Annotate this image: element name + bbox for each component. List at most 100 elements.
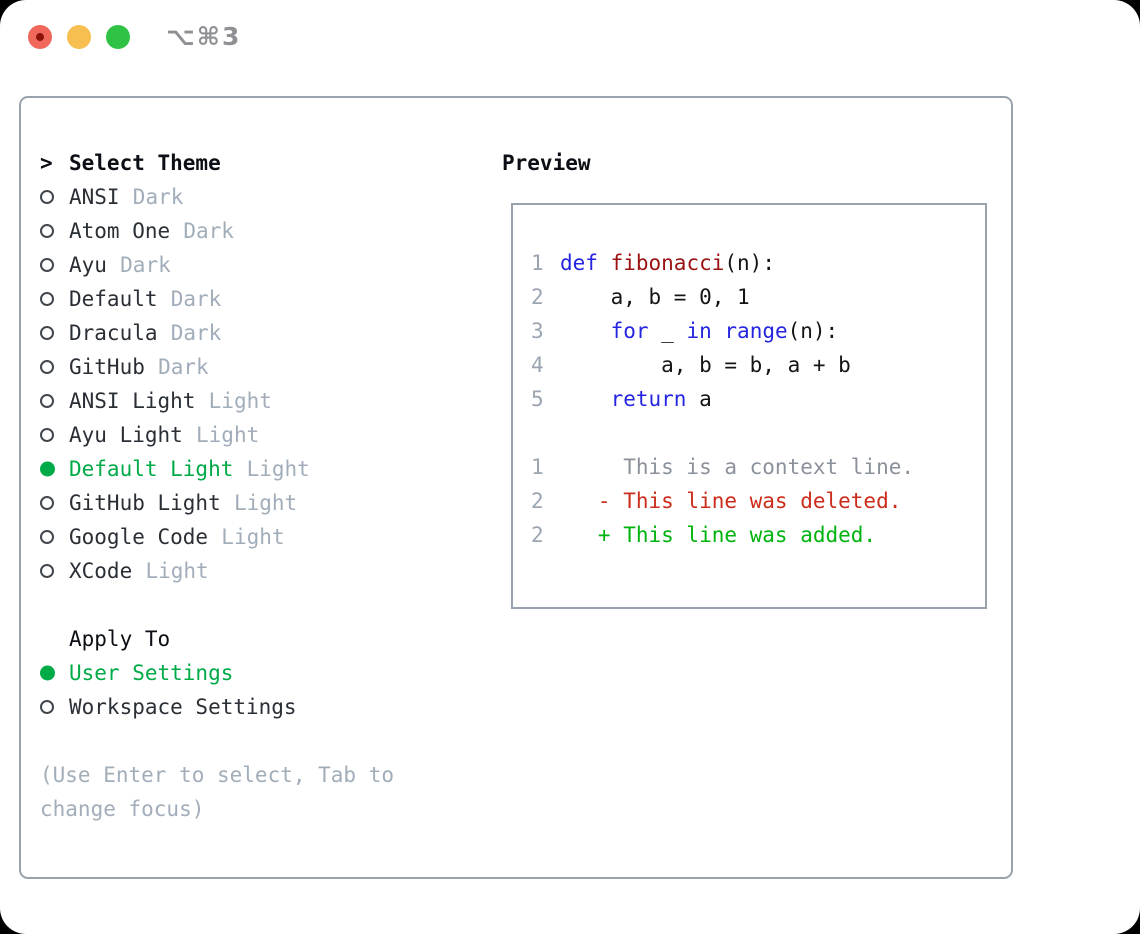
radio-unselected-icon [40, 292, 54, 306]
radio-unselected-icon [40, 190, 54, 204]
theme-option-atom-one[interactable]: Atom One Dark [40, 214, 448, 248]
theme-option-ayu[interactable]: Ayu Dark [40, 248, 448, 282]
theme-variant-label: Light [196, 423, 260, 447]
theme-option-ansi-light[interactable]: ANSI Light Light [40, 384, 448, 418]
radio-unselected-icon [40, 496, 54, 510]
radio-cell [40, 248, 69, 282]
theme-name-label: Atom One [69, 219, 171, 243]
select-theme-header: > Select Theme [40, 146, 448, 180]
radio-cell [40, 384, 69, 418]
theme-option-ansi[interactable]: ANSI Dark [40, 180, 448, 214]
radio-cell [40, 350, 69, 384]
radio-cell [40, 690, 69, 724]
theme-name-label: ANSI Light [69, 389, 196, 413]
theme-variant-label: Dark [132, 185, 184, 209]
theme-variant-label: Dark [120, 253, 171, 277]
radio-unselected-icon [40, 428, 54, 442]
theme-variant-label: Dark [183, 219, 234, 243]
preview-title: Preview [502, 151, 591, 175]
diff-line-content: - This line was deleted. [560, 489, 902, 513]
line-number: 1 [531, 455, 544, 479]
preview-code-line: 5 return a [531, 382, 985, 416]
theme-option-default-light[interactable]: Default Light Light [40, 452, 448, 486]
radio-cell [40, 452, 69, 486]
theme-variant-label: Light [233, 491, 298, 515]
theme-option-google-code[interactable]: Google Code Light [40, 520, 448, 554]
radio-selected-icon [40, 461, 55, 477]
preview-code-line: 1 def fibonacci(n): [531, 246, 985, 280]
close-button[interactable] [28, 25, 52, 49]
apply-option-user-settings[interactable]: User Settings [40, 656, 448, 690]
theme-name-label: ANSI [69, 185, 120, 209]
apply-option-workspace-settings[interactable]: Workspace Settings [40, 690, 448, 724]
minimize-button[interactable] [67, 25, 91, 49]
apply-to-header-row: Apply To [40, 622, 448, 656]
theme-option-xcode[interactable]: XCode Light [40, 554, 448, 588]
radio-unselected-icon [40, 326, 54, 340]
radio-cell [40, 282, 69, 316]
radio-unselected-icon [40, 258, 54, 272]
theme-variant-label: Light [145, 559, 209, 583]
code-line-content: a, b = 0, 1 [560, 285, 750, 309]
preview-gap [531, 416, 985, 450]
theme-variant-label: Light [208, 389, 272, 413]
line-number: 3 [531, 319, 544, 343]
apply-option-label: User Settings [69, 661, 234, 685]
line-number: 2 [531, 523, 544, 547]
theme-option-ayu-light[interactable]: Ayu Light Light [40, 418, 448, 452]
preview-diff-line-deleted: 2 - This line was deleted. [531, 484, 985, 518]
diff-line-content: + This line was added. [560, 523, 877, 547]
theme-variant-label: Dark [158, 355, 209, 379]
theme-name-label: Ayu Light [69, 423, 183, 447]
theme-name-label: Dracula [69, 321, 158, 345]
preview-diff-block: 1 This is a context line. 2 - This line w… [531, 450, 985, 552]
theme-variant-label: Light [221, 525, 285, 549]
preview-code-line: 3 for _ in range(n): [531, 314, 985, 348]
line-number: 1 [531, 251, 544, 275]
apply-to-title: Apply To [69, 627, 171, 651]
radio-unselected-icon [40, 224, 54, 238]
radio-cell [40, 180, 69, 214]
radio-cell [40, 214, 69, 248]
radio-selected-icon [40, 665, 55, 681]
code-line-content: return a [610, 387, 712, 411]
theme-name-label: Ayu [69, 253, 107, 277]
theme-name-label: Google Code [69, 525, 209, 549]
window-title: ⌥⌘3 [166, 22, 242, 51]
code-line-content: for _ in range(n): [610, 319, 839, 343]
radio-cell [40, 418, 69, 452]
radio-unselected-icon [40, 394, 54, 408]
window-titlebar: ⌥⌘3 [28, 22, 242, 51]
theme-option-dracula[interactable]: Dracula Dark [40, 316, 448, 350]
theme-variant-label: Dark [170, 321, 222, 345]
radio-unselected-icon [40, 700, 54, 714]
radio-unselected-icon [40, 530, 54, 544]
diff-line-content: This is a context line. [560, 455, 915, 479]
line-number: 5 [531, 387, 544, 411]
radio-cell [40, 554, 69, 588]
line-number: 4 [531, 353, 544, 377]
theme-name-label: Default Light [69, 457, 234, 481]
apply-option-label: Workspace Settings [69, 695, 297, 719]
theme-name-label: XCode [69, 559, 133, 583]
preview-code-line: 4 a, b = b, a + b [531, 348, 985, 382]
unsaved-changes-dot-icon [36, 33, 44, 41]
code-line-content: a, b = b, a + b [560, 353, 851, 377]
code-line-content: def fibonacci(n): [560, 251, 775, 275]
theme-variant-label: Light [246, 457, 310, 481]
maximize-button[interactable] [106, 25, 130, 49]
radio-cell [40, 486, 69, 520]
help-text: (Use Enter to select, Tab to change focu… [40, 763, 395, 821]
preview-diff-line-added: 2 + This line was added. [531, 518, 985, 552]
preview-code-line: 2 a, b = 0, 1 [531, 280, 985, 314]
